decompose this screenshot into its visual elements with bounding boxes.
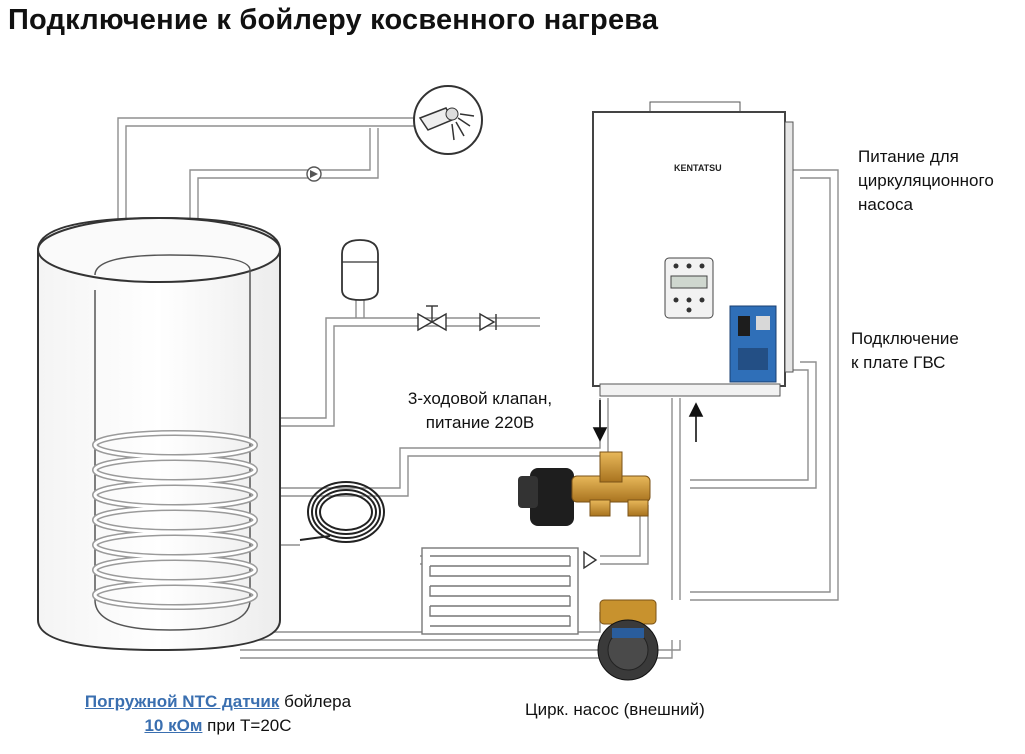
control-panel: [664, 257, 714, 319]
hot-water-tank: [37, 216, 281, 652]
ntc-condition: при Т=20С: [202, 716, 292, 735]
ntc-sensor-link[interactable]: Погружной NTC датчик: [84, 692, 280, 711]
valve-line2: питание 220В: [425, 413, 535, 432]
expansion-tank-icon: [341, 239, 379, 301]
pump-caption: Цирк. насос (внешний): [525, 700, 705, 719]
boiler-brand: KENTATSU: [674, 163, 722, 173]
dhw-board-label: Подключение к плате ГВС: [851, 327, 1021, 375]
flow-arrows: [592, 400, 704, 442]
dhw-board-line2: к плате ГВС: [851, 353, 946, 372]
ntc-value-link[interactable]: 10 кОм: [144, 716, 203, 735]
three-way-valve-icon: [518, 451, 651, 526]
ntc-sensor-caption: Погружной NTC датчик бойлера 10 кОм при …: [48, 690, 388, 738]
pump-power-label: Питание для циркуляционного насоса: [858, 145, 1023, 217]
recirculation-pump-icon: [306, 166, 322, 182]
check-valve-icon: [479, 312, 497, 332]
pump-power-line3: насоса: [858, 195, 913, 214]
ntc-sensor-rest: бойлера: [279, 692, 352, 711]
radiator: [421, 547, 579, 635]
valve-icon: [417, 305, 447, 332]
page-title: Подключение к бойлеру косвенного нагрева: [8, 4, 659, 36]
ntc-sensor-cable: [299, 481, 385, 543]
radiator-check-valve-icon: [583, 550, 598, 570]
dhw-board: [729, 305, 777, 383]
dhw-board-line1: Подключение: [851, 329, 959, 348]
pump-power-line1: Питание для: [858, 147, 959, 166]
pump-icon: [597, 599, 659, 681]
valve-line1: 3-ходовой клапан,: [407, 389, 553, 408]
pump-power-line2: циркуляционного: [858, 171, 994, 190]
three-way-valve-label: 3-ходовой клапан, питание 220В: [390, 387, 570, 435]
gas-boiler: KENTATSU: [592, 101, 794, 397]
shower-icon: [413, 85, 483, 155]
